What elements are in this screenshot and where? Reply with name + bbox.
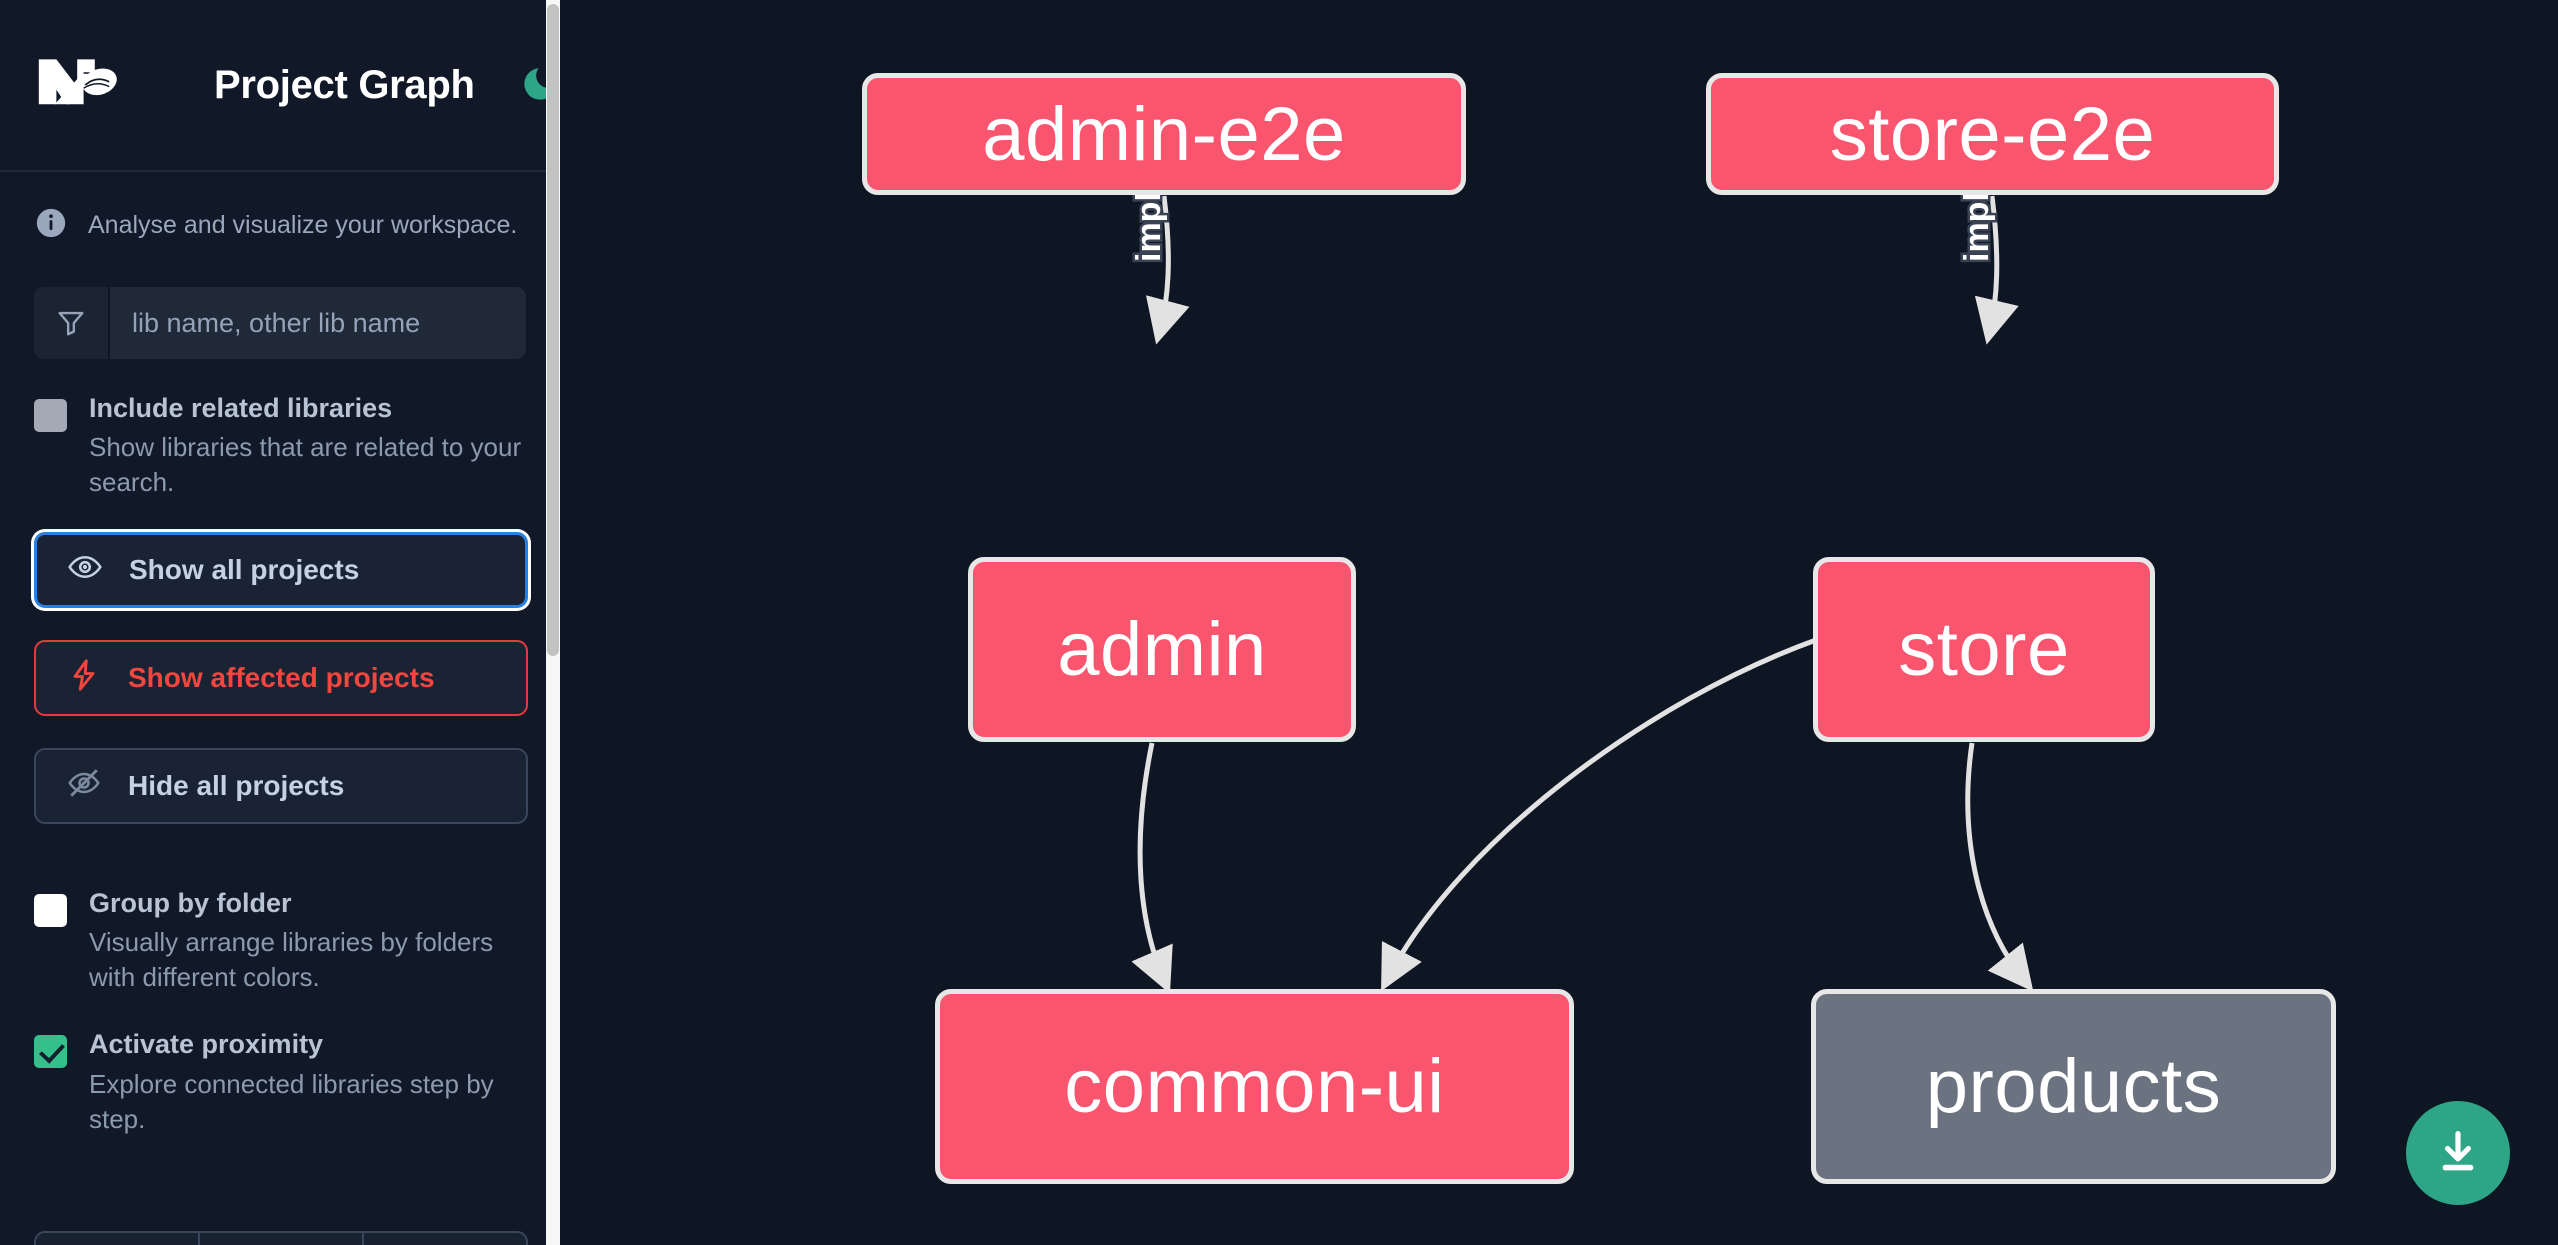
graph-node-admin-e2e[interactable]: admin-e2e (862, 73, 1466, 195)
checkbox-indicator[interactable] (34, 1035, 67, 1069)
proximity-step-value[interactable] (200, 1233, 364, 1245)
checkbox-label: Include related libraries (89, 393, 393, 423)
checkbox-indicator[interactable] (34, 399, 67, 432)
show-all-projects-button[interactable]: Show all projects (34, 532, 528, 609)
graph-node-label: store (1898, 607, 2070, 692)
graph-canvas[interactable]: implicit implicit admin-e2e store-e2e ad… (560, 0, 2558, 1245)
download-graph-button[interactable] (2406, 1101, 2510, 1205)
download-icon (2432, 1126, 2484, 1181)
checkbox-label: Group by folder (89, 888, 292, 919)
checkbox-group-by-folder[interactable]: Group by folder Visually arrange librari… (34, 888, 526, 995)
eye-icon (67, 549, 103, 592)
graph-node-admin[interactable]: admin (968, 557, 1356, 742)
sidebar-scrollbar-thumb[interactable] (547, 4, 559, 656)
graph-node-products[interactable]: products (1811, 989, 2336, 1184)
sidebar: Project Graph Analyse and visualize your… (0, 0, 560, 1245)
page-title: Project Graph (214, 62, 475, 107)
graph-edges: implicit implicit (1128, 140, 2034, 994)
nx-logo (34, 53, 130, 117)
graph-node-store[interactable]: store (1813, 557, 2155, 742)
graph-node-label: products (1925, 1044, 2222, 1129)
checkbox-description: Show libraries that are related to your … (89, 432, 522, 498)
checkbox-description: Explore connected libraries step by step… (89, 1068, 494, 1134)
show-affected-projects-button[interactable]: Show affected projects (34, 640, 528, 717)
checkbox-label: Activate proximity (89, 1029, 324, 1060)
sidebar-body: Include related libraries Show libraries… (0, 287, 560, 1245)
edge-store-e2e-to-store (1974, 195, 2019, 345)
edge-admin-to-common-ui (1131, 742, 1173, 994)
show-affected-projects-label: Show affected projects (128, 662, 435, 694)
graph-node-label: admin (1057, 607, 1267, 692)
edge-admin-e2e-to-admin (1145, 195, 1190, 345)
edge-store-to-common-ui (1381, 637, 1817, 992)
graph-node-label: store-e2e (1829, 91, 2156, 177)
search-field[interactable] (34, 287, 526, 359)
checkbox-indicator[interactable] (34, 894, 67, 928)
proximity-step-increase[interactable] (364, 1233, 526, 1245)
hide-all-projects-button[interactable]: Hide all projects (34, 748, 528, 825)
graph-node-label: admin-e2e (982, 91, 1346, 177)
filter-funnel-icon (34, 287, 110, 359)
info-circle-icon (34, 206, 68, 245)
checkbox-description: Visually arrange libraries by folders wi… (89, 927, 494, 993)
show-all-projects-label: Show all projects (129, 554, 360, 586)
checkbox-include-related-libraries[interactable]: Include related libraries Show libraries… (34, 393, 526, 500)
graph-node-label: common-ui (1064, 1044, 1445, 1129)
workspace-info-text: Analyse and visualize your workspace. (88, 211, 518, 239)
proximity-stepper-group[interactable] (34, 1231, 528, 1245)
lightning-bolt-icon (66, 657, 102, 700)
graph-node-store-e2e[interactable]: store-e2e (1706, 73, 2279, 195)
section-spacer (34, 824, 526, 854)
graph-node-common-ui[interactable]: common-ui (935, 989, 1574, 1184)
eye-off-icon (66, 765, 102, 808)
hide-all-projects-label: Hide all projects (128, 770, 345, 802)
sidebar-header: Project Graph (0, 0, 560, 172)
proximity-step-decrease[interactable] (36, 1233, 200, 1245)
workspace-info: Analyse and visualize your workspace. (0, 172, 560, 245)
checkbox-activate-proximity[interactable]: Activate proximity Explore connected lib… (34, 1029, 526, 1136)
search-input[interactable] (110, 287, 526, 359)
edge-store-to-products (1965, 742, 2034, 992)
sidebar-scrollbar[interactable] (546, 0, 560, 1245)
